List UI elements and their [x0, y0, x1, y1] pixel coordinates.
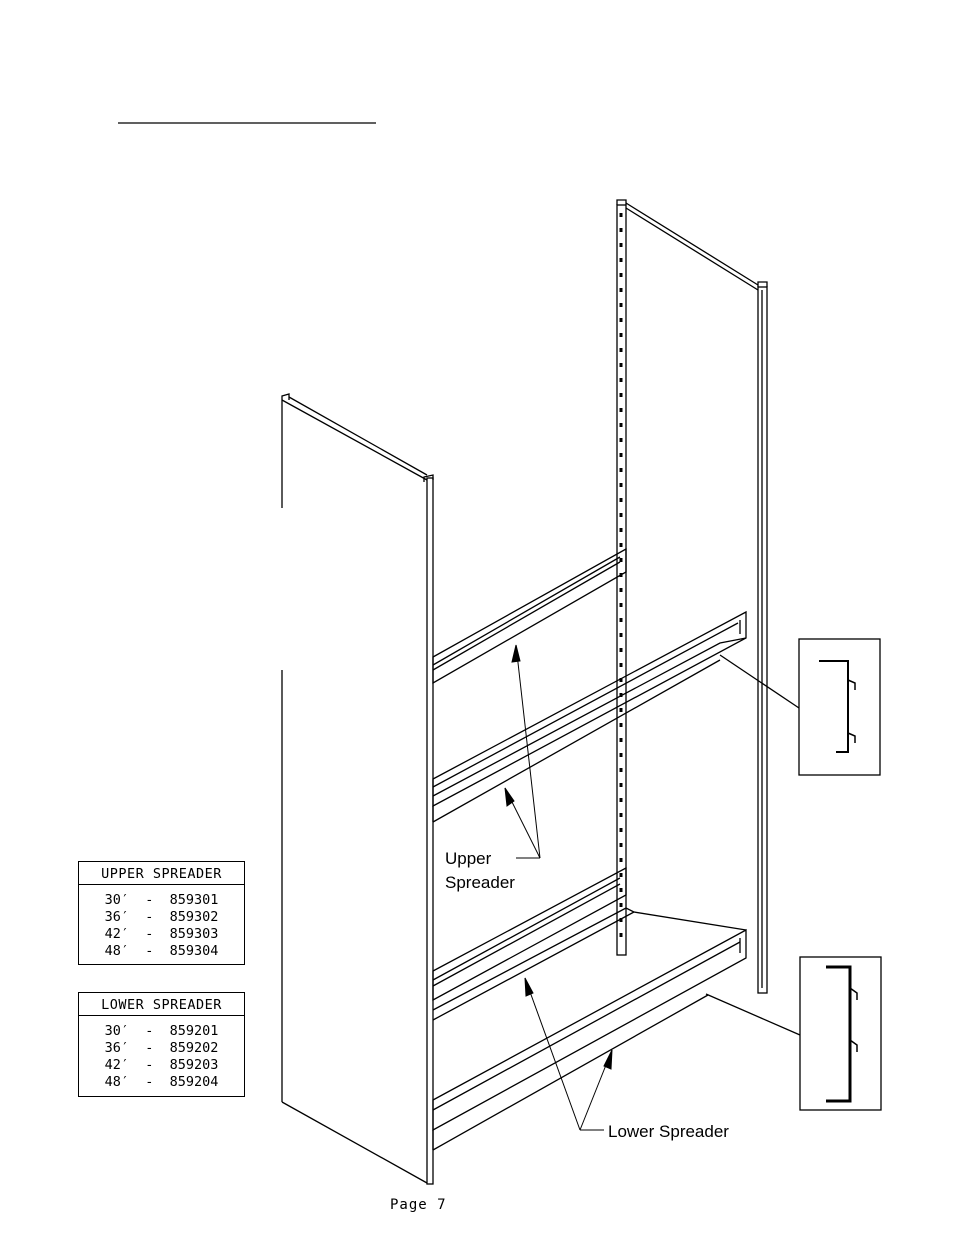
lower-spreader-row: 36′ - 859202 [104, 1040, 219, 1056]
lower-arrowhead-1 [524, 977, 534, 997]
upper-callout-line2: Spreader [445, 873, 515, 892]
left-end-panel [281, 393, 434, 1185]
right-end-panel [625, 202, 768, 994]
lower-spreader-table: LOWER SPREADER 30′ - 859201 36′ - 859202… [78, 992, 245, 1097]
upper-spreader-rear [432, 547, 627, 685]
upper-spreader-row: 36′ - 859302 [104, 909, 219, 925]
upper-spreader-row: 30′ - 859301 [104, 892, 219, 908]
upper-callout-line1: Upper [445, 849, 492, 868]
upper-leader-1 [515, 644, 541, 859]
lower-leader-1 [524, 977, 581, 1131]
lower-arrowhead-2 [603, 1049, 613, 1070]
lower-spreader-row: 48′ - 859204 [104, 1074, 219, 1090]
lower-spreader-callout: Lower Spreader [608, 1122, 729, 1141]
lower-spreader-row: 42′ - 859203 [104, 1057, 219, 1073]
lower-spreader-front [432, 907, 747, 1151]
page-number: Page 7 [390, 1197, 447, 1213]
lower-spreader-row: 30′ - 859201 [104, 1023, 219, 1039]
lower-profile-detail [705, 956, 882, 1111]
upper-spreader-row: 48′ - 859304 [104, 943, 219, 959]
upper-profile-detail [719, 638, 881, 776]
rear-upright [616, 199, 627, 956]
upper-spreader-table-header: UPPER SPREADER [79, 862, 244, 885]
upper-spreader-row: 42′ - 859303 [104, 926, 219, 942]
upper-spreader-callout: Upper Spreader [445, 847, 515, 895]
upper-arrowhead-1 [511, 644, 521, 663]
upper-spreader-table: UPPER SPREADER 30′ - 859301 36′ - 859302… [78, 861, 245, 965]
upper-arrowhead-2 [504, 787, 515, 807]
upper-spreader-front [432, 610, 747, 823]
lower-spreader-rear [432, 866, 627, 1002]
lower-spreader-table-header: LOWER SPREADER [79, 993, 244, 1016]
